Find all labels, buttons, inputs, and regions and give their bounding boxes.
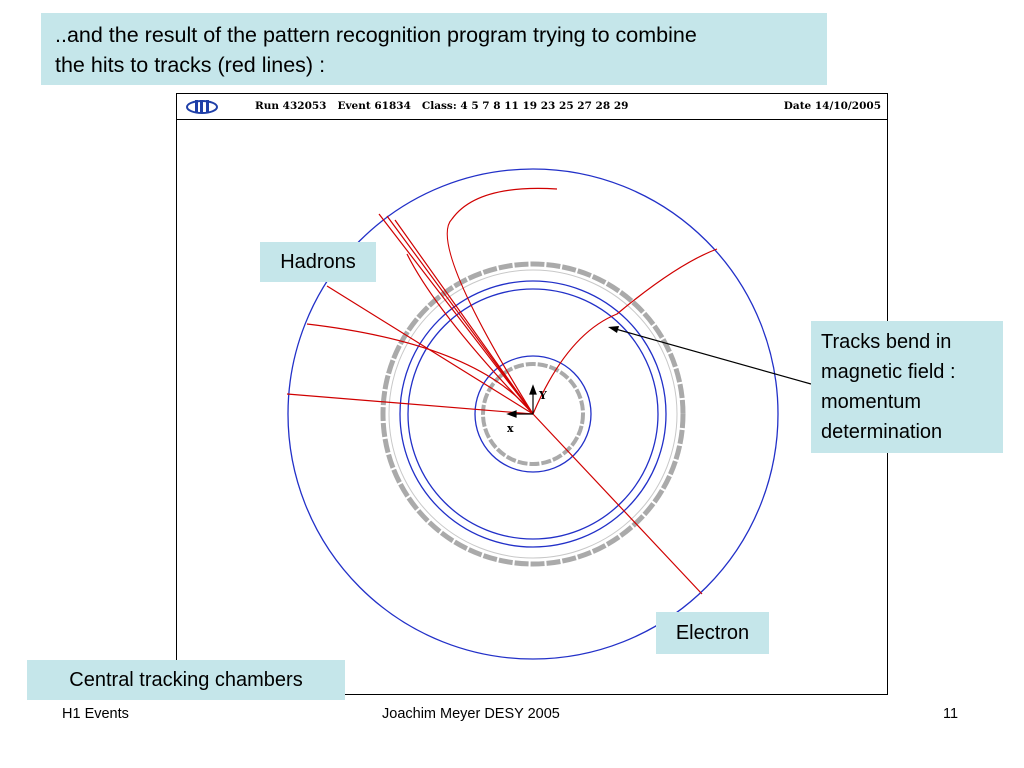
middle-chamber-ring-inner bbox=[407, 288, 659, 540]
tracks-note-line-4: determination bbox=[821, 421, 943, 443]
track bbox=[378, 213, 534, 415]
track bbox=[532, 248, 718, 415]
track bbox=[394, 219, 534, 415]
tracks-bend-note: Tracks bend in magnetic field : momentum… bbox=[811, 321, 1003, 453]
outer-chamber-ring bbox=[287, 168, 779, 660]
inner-detector-frame bbox=[481, 362, 585, 466]
axis-indicator: Y x bbox=[506, 384, 547, 435]
footer-center: Joachim Meyer DESY 2005 bbox=[382, 706, 560, 722]
event-display-canvas: Y x bbox=[286, 168, 779, 660]
electron-track bbox=[532, 413, 703, 595]
track bbox=[446, 187, 558, 415]
hadron-tracks bbox=[286, 187, 718, 595]
tracks-note-line-1: Tracks bend in bbox=[821, 331, 952, 353]
event-display: Run 432053 Event 61834 Class: 4 5 7 8 11… bbox=[176, 93, 888, 695]
middle-chamber-ring bbox=[399, 280, 667, 548]
axis-y-label: Y bbox=[538, 389, 547, 402]
slide-number: 11 bbox=[943, 706, 959, 722]
tracks-note-line-2: magnetic field : bbox=[821, 361, 956, 383]
central-tracking-chambers-label: Central tracking chambers bbox=[27, 660, 345, 700]
track bbox=[286, 393, 534, 415]
h1-logo-icon bbox=[186, 100, 218, 114]
slide-title-line-1: ..and the result of the pattern recognit… bbox=[55, 23, 697, 47]
track bbox=[406, 253, 534, 415]
slide-title: ..and the result of the pattern recognit… bbox=[41, 13, 827, 85]
inner-chamber-ring bbox=[474, 355, 592, 473]
tracks-note-line-3: momentum bbox=[821, 391, 922, 413]
electron-label: Electron bbox=[656, 612, 769, 654]
event-date: Date 14/10/2005 bbox=[783, 100, 881, 112]
track bbox=[386, 215, 534, 415]
middle-detector-frame bbox=[380, 261, 686, 567]
slide-title-line-2: the hits to tracks (red lines) : bbox=[55, 53, 326, 77]
axis-x-label: x bbox=[507, 422, 514, 435]
run-event-info: Run 432053 Event 61834 Class: 4 5 7 8 11… bbox=[255, 100, 629, 112]
footer-left: H1 Events bbox=[62, 706, 129, 722]
hadrons-label: Hadrons bbox=[260, 242, 376, 282]
event-display-header: Run 432053 Event 61834 Class: 4 5 7 8 11… bbox=[177, 94, 887, 120]
